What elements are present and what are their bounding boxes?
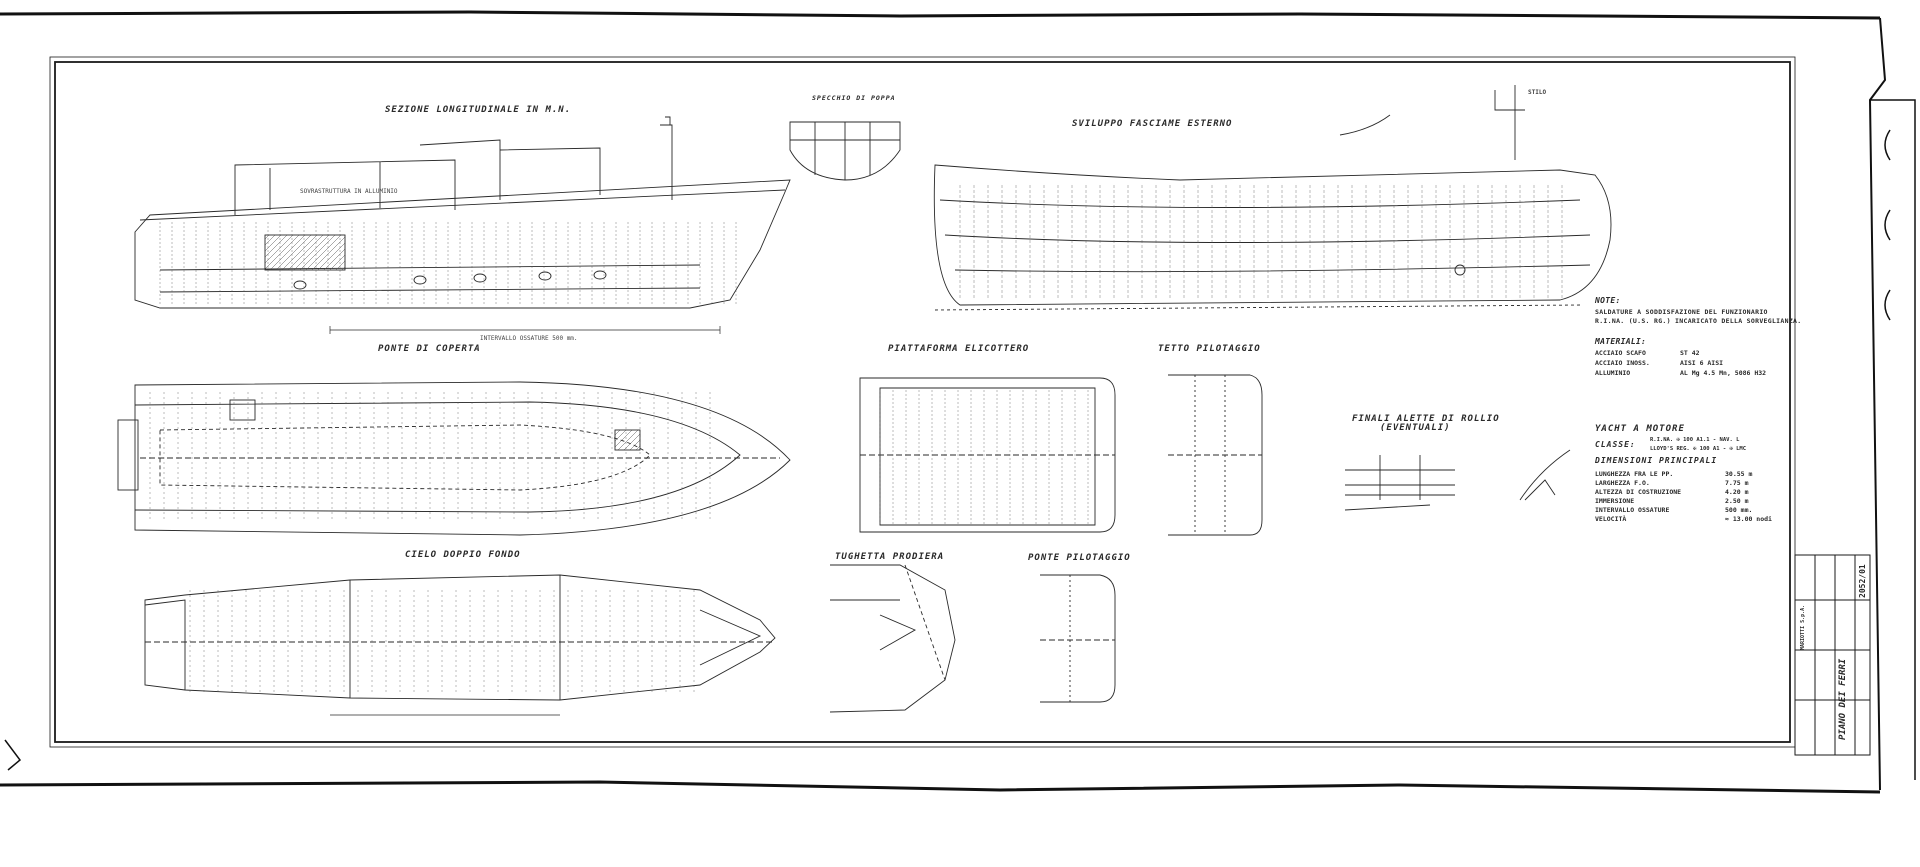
material-value: AISI 6 AISI: [1680, 359, 1724, 367]
main-deck-frames: [149, 392, 711, 522]
class-line-2: LLOYD'S REG. ✠ 100 A1 - ✠ LMC: [1650, 446, 1747, 452]
title-block: [1794, 554, 1871, 756]
dimension-value: 2.50 m: [1725, 497, 1749, 505]
bilge-keels-title: FINALI ALETTE DI ROLLIO: [1352, 414, 1500, 424]
dimension-value: ≈ 13.00 nodi: [1725, 515, 1772, 523]
material-key: ACCIAIO SCAFO: [1595, 349, 1646, 357]
double-bottom-frames: [189, 590, 695, 692]
dimension-key: LARGHEZZA F.O.: [1595, 479, 1650, 487]
aluminium-superstructure-label: SOVRASTRUTTURA IN ALLUMINIO: [300, 188, 398, 195]
dimension-key: VELOCITÀ: [1595, 515, 1627, 523]
notes-heading: NOTE:: [1595, 296, 1621, 305]
helideck-title: PIATTAFORMA ELICOTTERO: [888, 344, 1030, 354]
notes-line-1: SALDATURE A SODDISFAZIONE DEL FUNZIONARI…: [1595, 308, 1768, 316]
vessel-type: YACHT A MOTORE: [1595, 424, 1685, 434]
dimension-value: 30.55 m: [1725, 470, 1753, 478]
dimensions-heading: DIMENSIONI PRINCIPALI: [1595, 456, 1718, 465]
bilge-keels-detail: [1344, 449, 1571, 511]
dimension-key: INTERVALLO OSSATURE: [1595, 506, 1670, 514]
stern-mirror-title: SPECCHIO DI POPPA: [812, 94, 896, 102]
shell-frames: [959, 185, 1563, 300]
main-deck-plan: [117, 381, 791, 536]
double-bottom-plan: [144, 574, 776, 716]
class-label: CLASSE:: [1595, 440, 1636, 449]
class-line-1: R.I.NA. ✠ 100 A1.1 - NAV. L: [1650, 437, 1740, 443]
dimension-key: IMMERSIONE: [1595, 497, 1635, 505]
sheet-edge: [0, 10, 1916, 794]
stilo-label: STILO: [1528, 89, 1547, 96]
dimension-key: ALTEZZA DI COSTRUZIONE: [1595, 488, 1682, 496]
shell-expansion-drawing: [933, 85, 1612, 311]
material-value: ST 42: [1680, 349, 1700, 357]
dimension-value: 500 mm.: [1725, 506, 1753, 514]
notes-line-2: R.I.NA. (U.S. RG.) INCARICATO DELLA SORV…: [1595, 317, 1802, 325]
title-block-drawing-title: PIANO DEI FERRI: [1838, 658, 1848, 740]
forecastle-title: TUGHETTA PRODIERA: [835, 552, 945, 562]
helideck-plan: [859, 377, 1116, 533]
frame-spacing-label: INTERVALLO OSSATURE 500 mm.: [480, 335, 578, 342]
wheelhouse-deck-plan: [1040, 574, 1116, 703]
shell-expansion-title: SVILUPPO FASCIAME ESTERNO: [1072, 119, 1233, 129]
longitudinal-frames: [159, 222, 737, 305]
material-value: AL Mg 4.5 Mn, 5086 H32: [1680, 369, 1767, 377]
material-key: ACCIAIO INOSS.: [1595, 359, 1650, 367]
main-deck-title: PONTE DI COPERTA: [378, 344, 481, 354]
wheelhouse-deck-title: PONTE PILOTAGGIO: [1028, 553, 1131, 563]
helideck-frames: [879, 390, 1089, 525]
title-block-company: MARIOTTI S.p.A.: [1800, 604, 1806, 650]
dimension-value: 7.75 m: [1725, 479, 1749, 487]
stern-mirror-drawing: [789, 121, 901, 181]
materials-heading: MATERIALI:: [1595, 337, 1647, 346]
material-key: ALLUMINIO: [1595, 369, 1631, 377]
dimension-key: LUNGHEZZA FRA LE PP.: [1595, 470, 1674, 478]
wheelhouse-roof-plan: [1168, 374, 1263, 536]
forecastle-plan: [829, 564, 956, 713]
wheelhouse-roof-title: TETTO PILOTAGGIO: [1158, 344, 1261, 354]
longitudinal-section-drawing: [134, 116, 791, 334]
drawing-border: [49, 56, 1796, 748]
double-bottom-title: CIELO DOPPIO FONDO: [405, 550, 521, 560]
title-block-number: 2052/01: [1858, 564, 1867, 598]
bilge-keels-subtitle: (EVENTUALI): [1380, 423, 1451, 433]
dimension-value: 4.20 m: [1725, 488, 1749, 496]
longitudinal-section-title: SEZIONE LONGITUDINALE IN M.N.: [385, 105, 572, 115]
